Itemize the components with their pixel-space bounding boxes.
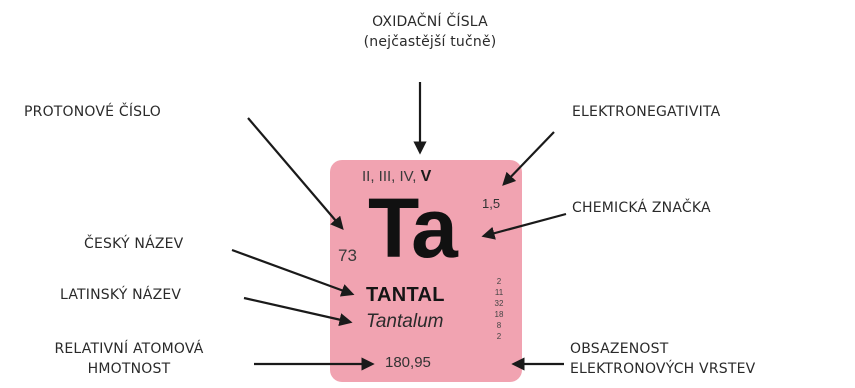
shell-count: 2 (496, 332, 502, 341)
atomic-mass-label: RELATIVNÍ ATOMOVÁ HMOTNOST (10, 339, 248, 379)
tile-czech-name: TANTAL (366, 284, 445, 306)
oxidation-states-label-line1: OXIDAČNÍ ČÍSLA (372, 14, 488, 30)
latin-name-label: LATINSKÝ NÁZEV (60, 287, 182, 303)
tile-latin-name: Tantalum (366, 311, 444, 332)
shell-count: 18 (494, 310, 504, 319)
electron-shells-label: OBSAZENOST ELEKTRONOVÝCH VRSTEV (570, 339, 755, 379)
czech-name-label: ČESKÝ NÁZEV (84, 236, 184, 252)
tile-oxidation-states-bold: V (420, 168, 432, 185)
oxidation-states-label: OXIDAČNÍ ČÍSLA (nejčastější tučně) (300, 12, 560, 52)
shell-count: 8 (496, 321, 502, 330)
atomic-mass-label-line2: HMOTNOST (87, 361, 171, 377)
electronegativity-label: ELEKTRONEGATIVITA (572, 104, 721, 120)
tile-electron-shells: 2 11 32 18 8 2 (488, 276, 510, 342)
shell-count: 32 (494, 299, 504, 308)
tile-electronegativity: 1,5 (482, 196, 501, 211)
arrow-proton-number (247, 117, 344, 231)
oxidation-states-label-line2: (nejčastější tučně) (363, 34, 497, 50)
tile-oxidation-states: II, III, IV, V (362, 168, 431, 186)
element-tile (330, 160, 522, 382)
shell-count: 11 (494, 288, 504, 297)
atomic-mass-label-line1: RELATIVNÍ ATOMOVÁ (54, 341, 204, 357)
tile-atomic-number: 73 (338, 246, 357, 265)
chemical-symbol-label: CHEMICKÁ ZNAČKA (572, 200, 711, 216)
electron-shells-label-line1: OBSAZENOST (570, 341, 669, 357)
tile-chemical-symbol: Ta (368, 181, 458, 275)
proton-number-label: PROTONOVÉ ČÍSLO (24, 104, 161, 120)
tile-oxidation-states-normal: II, III, IV, (362, 168, 417, 185)
electron-shells-label-line2: ELEKTRONOVÝCH VRSTEV (570, 361, 756, 377)
tile-atomic-mass: 180,95 (385, 354, 431, 371)
shell-count: 2 (496, 277, 502, 286)
